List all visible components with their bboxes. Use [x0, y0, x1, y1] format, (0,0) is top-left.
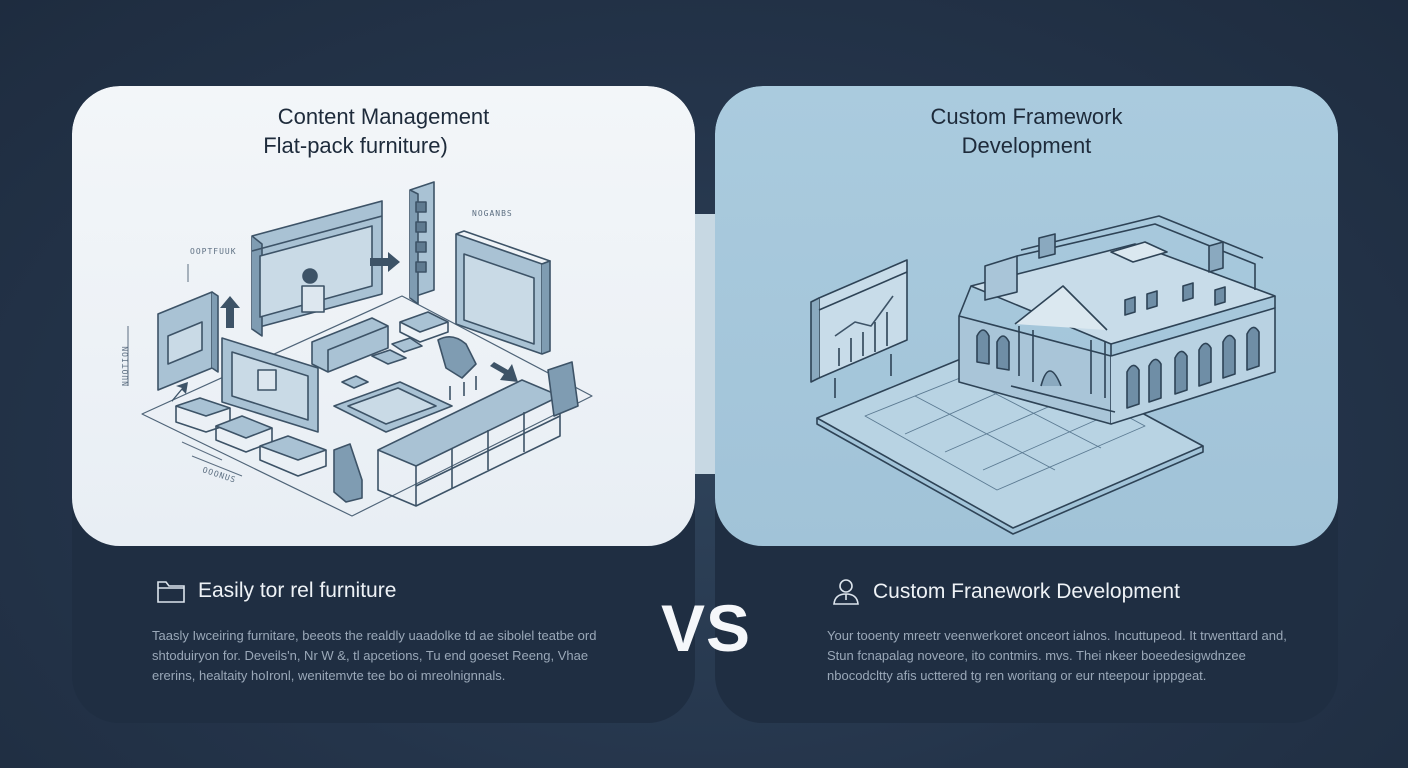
right-feature-row: Custom Franework Development: [831, 578, 1180, 606]
folder-icon: [156, 578, 186, 604]
right-illustration-panel: Custom Framework Development: [715, 86, 1338, 546]
custom-building-illustration: [810, 215, 1276, 535]
left-comparison-card: Content Management Flat-pack furniture): [72, 86, 695, 723]
left-feature-row: Easily tor rel furniture: [156, 578, 396, 604]
left-feature-description: Taasly Iwceiring furnitare, beeots the r…: [152, 628, 597, 683]
versus-label: VS: [661, 591, 752, 665]
left-feature-label: Easily tor rel furniture: [198, 579, 397, 602]
person-icon: [831, 578, 861, 606]
right-comparison-card: Custom Framework Development: [715, 86, 1338, 723]
right-title-line1: Custom Framework: [930, 104, 1123, 129]
left-title-line1: Content Management: [277, 104, 490, 129]
flat-pack-furniture-illustration: OOPTFUUK NOGANBS NUOTION OOONUS: [121, 181, 593, 517]
dimension-label-1: OOPTFUUK: [190, 247, 237, 256]
panel-connector: [693, 214, 717, 474]
left-feature-section: Easily tor rel furniture Taasly Iwceirin…: [72, 546, 695, 723]
right-title-line2: Development: [961, 133, 1092, 158]
dimension-label-3: NUOTION: [121, 345, 130, 386]
right-feature-label: Custom Franework Development: [873, 580, 1180, 603]
left-title-line2: Flat-pack furniture): [263, 133, 448, 158]
right-feature-description: Your tooenty mreetr veenwerkoret onceort…: [827, 628, 1287, 683]
left-card-title: Content Management Flat-pack furniture): [72, 102, 695, 160]
dimension-label-2: NOGANBS: [472, 209, 513, 218]
dimension-label-4: OOONUS: [201, 465, 237, 484]
right-feature-section: Custom Franework Development Your tooent…: [715, 546, 1338, 723]
right-card-title: Custom Framework Development: [715, 102, 1338, 160]
left-illustration-panel: Content Management Flat-pack furniture): [72, 86, 695, 546]
